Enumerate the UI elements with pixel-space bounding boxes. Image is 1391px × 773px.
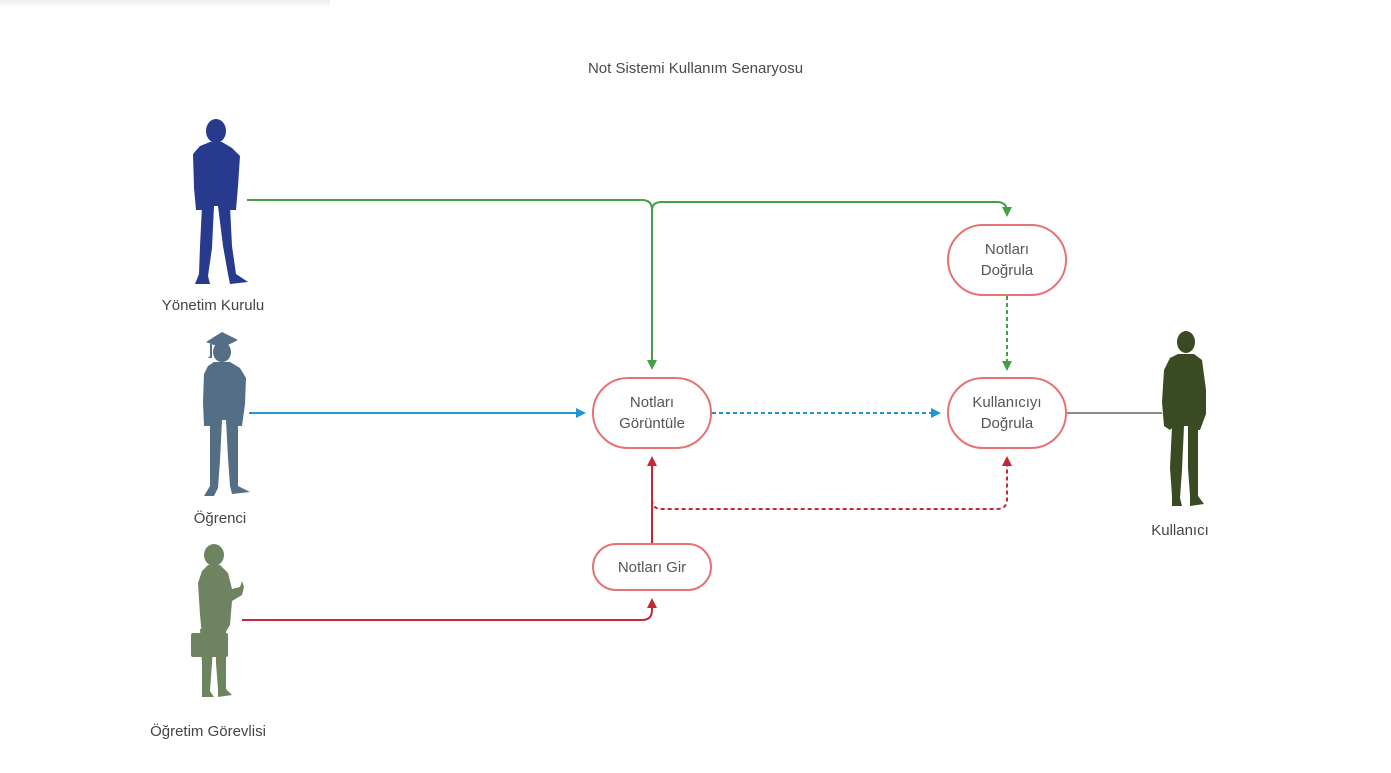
diagram-title: Not Sistemi Kullanım Senaryosu — [587, 60, 804, 77]
use-case-verify-user[interactable]: Kullanıcıyı Doğrula — [947, 377, 1067, 449]
use-case-view-grades-label: Notları Görüntüle — [619, 394, 685, 432]
use-case-verify-grades[interactable]: Notları Doğrula — [947, 224, 1067, 296]
actor-lecturer-label: Öğretim Görevlisi — [150, 723, 266, 740]
use-case-verify-user-label: Kullanıcıyı Doğrula — [972, 394, 1042, 432]
graduate-person-icon — [203, 332, 250, 496]
actor-user-label: Kullanıcı — [1151, 522, 1209, 539]
actor-student-label: Öğrenci — [193, 510, 247, 527]
person-with-briefcase-icon — [191, 544, 244, 697]
edge-board-to-view-grades — [247, 199, 657, 370]
use-case-enter-grades-label: Notları Gir — [617, 558, 687, 576]
edge-board-to-verify-grades — [651, 201, 1012, 217]
edge-lecturer-to-enter-grades — [242, 598, 657, 621]
edge-enter-grades-to-verify-user — [651, 456, 1012, 510]
actor-board-label: Yönetim Kurulu — [161, 297, 265, 314]
corner-shadow — [0, 0, 330, 8]
standing-person-icon — [1162, 331, 1206, 506]
use-case-view-grades[interactable]: Notları Görüntüle — [592, 377, 712, 449]
use-case-verify-grades-label: Notları Doğrula — [980, 241, 1034, 279]
use-case-enter-grades[interactable]: Notları Gir — [592, 543, 712, 591]
standing-person-icon — [193, 119, 248, 284]
